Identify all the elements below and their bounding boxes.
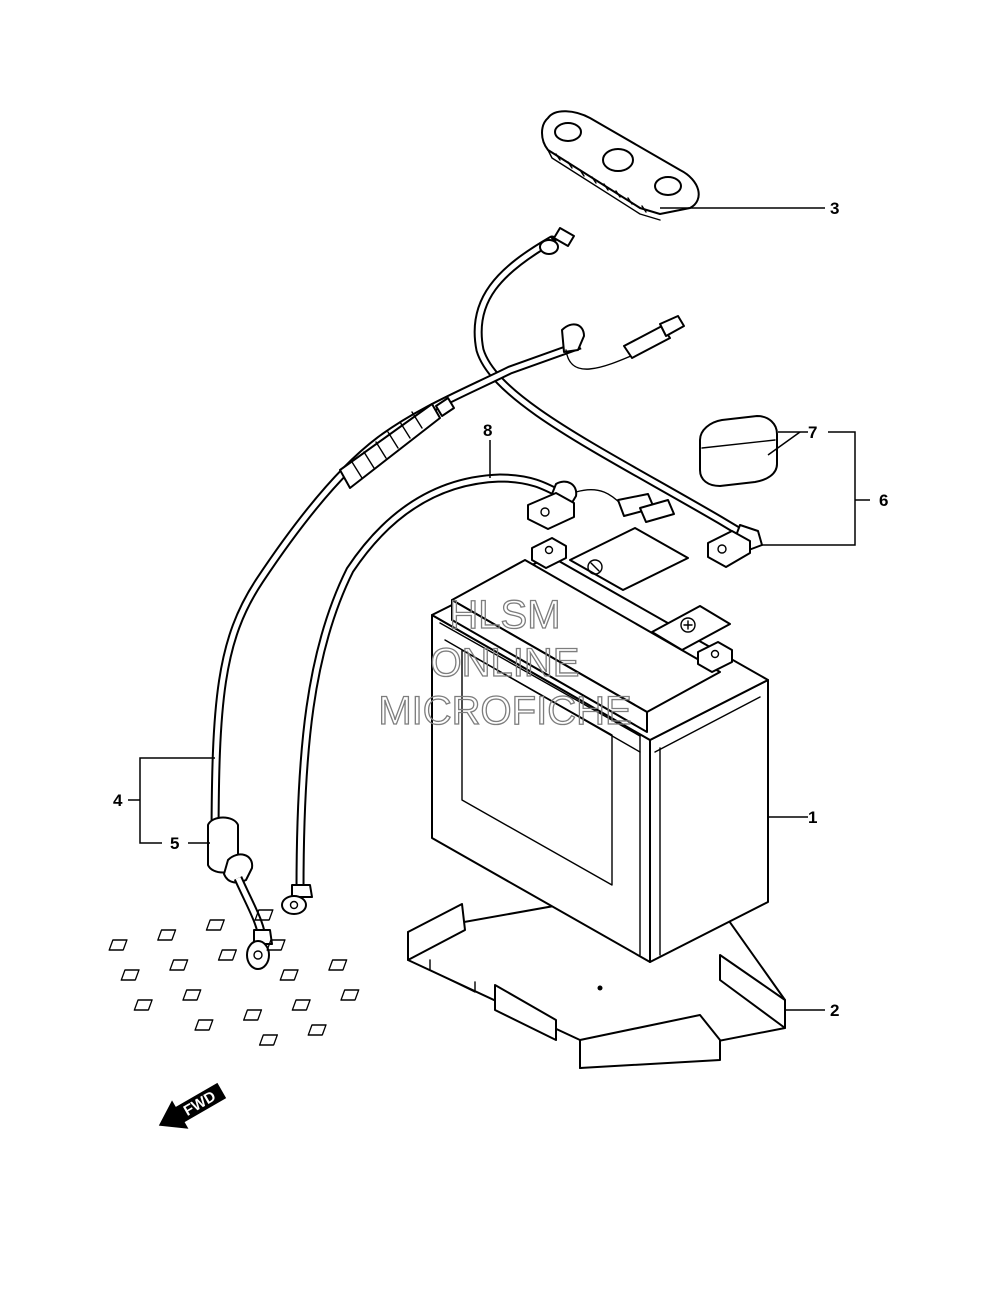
negative-cable-part[interactable] — [473, 227, 763, 568]
callout-7: 7 — [808, 423, 817, 442]
watermark: HLSM ONLINE MICROFICHE — [378, 592, 633, 733]
callout-8: 8 — [483, 421, 492, 440]
callout-6: 6 — [879, 491, 888, 510]
callout-4: 4 — [113, 791, 123, 810]
watermark-line-1: HLSM — [449, 593, 560, 637]
callout-2: 2 — [830, 1001, 839, 1020]
terminal-cover-part[interactable] — [541, 110, 700, 221]
battery-part[interactable] — [431, 527, 769, 963]
callout-1: 1 — [808, 808, 817, 827]
callout-3: 3 — [830, 199, 839, 218]
watermark-line-2: ONLINE — [431, 641, 580, 685]
leader-lines — [128, 207, 870, 1011]
watermark-line-3: MICROFICHE — [378, 689, 631, 733]
positive-cable-part[interactable] — [281, 473, 675, 915]
callout-5: 5 — [170, 834, 179, 853]
fwd-arrow-icon: FWD — [158, 1082, 227, 1129]
battery-harness-part[interactable] — [207, 315, 685, 970]
terminal-cap-part[interactable] — [699, 415, 778, 487]
